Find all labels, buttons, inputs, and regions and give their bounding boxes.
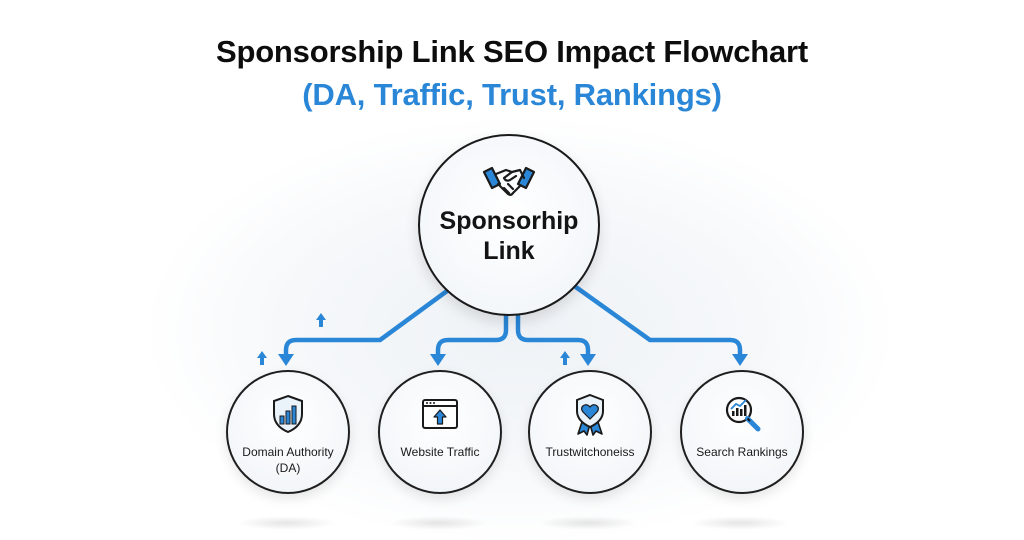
node-website-traffic: Website Traffic [378,370,502,494]
node-shadow [538,516,638,530]
connector-to-search-rankings [563,277,743,359]
magnifier-chart-icon [725,396,761,432]
diagram-subtitle: (DA, Traffic, Trust, Rankings) [302,77,722,112]
arrowhead-search-rankings [732,354,748,366]
browser-upload-icon [422,399,458,429]
arrowhead-trustworthiness [580,354,596,366]
hub-label-line1: Sponsorhip [439,207,579,235]
node-search-rankings: Search Rankings [680,370,804,494]
node-label-line1: Website Traffic [400,445,480,459]
node-label-line1: Domain Authority [242,445,334,459]
node-label-line1: Search Rankings [696,445,788,459]
shield-bar-chart-icon [273,394,303,434]
small-up-arrow-icon [560,351,570,365]
node-label-line2: (DA) [275,461,301,475]
small-up-arrow-icon [257,351,267,365]
node-shadow [388,516,488,530]
hub-sponsorship-link: Sponsorhip Link [418,134,600,316]
node-domain-authority: Domain Authority (DA) [226,370,350,494]
arrowhead-domain-authority [278,354,294,366]
hub-label-line2: Link [483,237,535,265]
node-shadow [690,516,790,530]
connector-to-website-traffic [435,287,509,359]
diagram-title: Sponsorship Link SEO Impact Flowchart [215,34,808,69]
connector-to-domain-authority [283,277,465,359]
node-label-line1: Trustwitchoneiss [545,445,635,459]
node-shadow [236,516,336,530]
heart-badge-icon [576,393,604,436]
handshake-icon [482,166,536,196]
arrowhead-website-traffic [430,354,446,366]
small-up-arrow-icon [316,313,326,327]
connector-to-trustworthiness [515,287,591,359]
node-trustworthiness: Trustwitchoneiss [528,370,652,494]
